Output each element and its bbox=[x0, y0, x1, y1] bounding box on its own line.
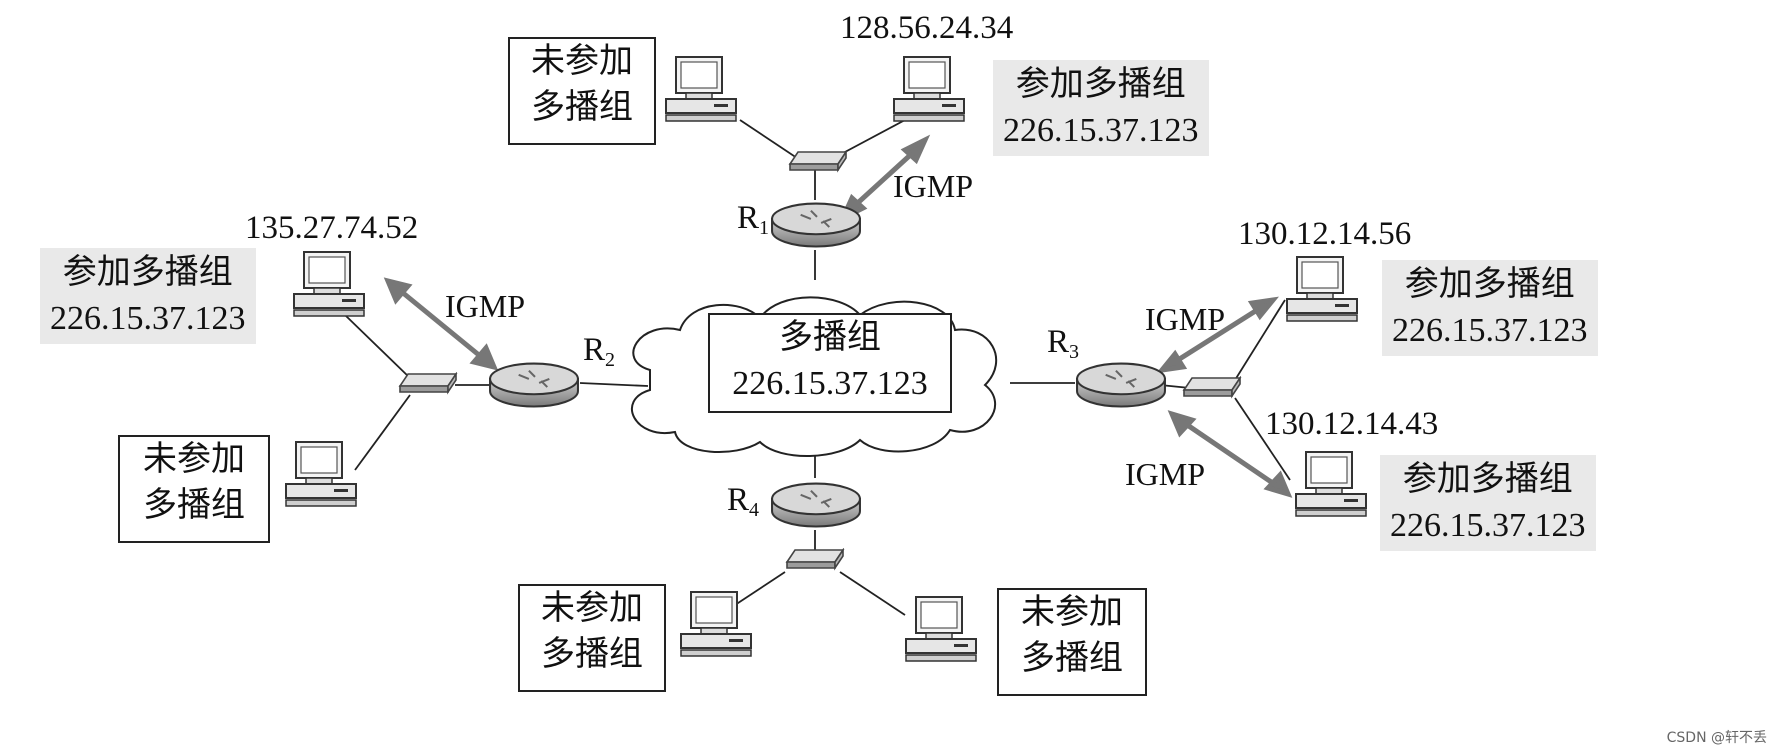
computer-icon-left-lower bbox=[285, 441, 357, 507]
igmp-label-top: IGMP bbox=[893, 168, 974, 204]
igmp-label-right-upper: IGMP bbox=[1145, 301, 1226, 337]
link-pc-top-left-switch bbox=[739, 119, 801, 161]
igmp-label-left: IGMP bbox=[445, 288, 526, 324]
igmp-arrow-head bbox=[1263, 470, 1293, 498]
igmp-arrows bbox=[383, 134, 1293, 498]
router-icon-r4 bbox=[771, 482, 861, 528]
not-joined-box-bottom-left: 未参加 多播组 bbox=[518, 584, 666, 692]
igmp-arrow-top bbox=[848, 146, 920, 212]
links bbox=[344, 119, 1291, 616]
not-joined-text: 未参加 bbox=[1021, 594, 1123, 631]
router-label-r3: R3 bbox=[1047, 324, 1080, 363]
igmp-arrow-head bbox=[383, 277, 413, 305]
joined-group-address: 226.15.37.123 bbox=[50, 300, 246, 337]
not-joined-text: 多播组 bbox=[531, 89, 633, 126]
igmp-arrow-head bbox=[1167, 410, 1197, 438]
computer-icon-bottom-right bbox=[905, 596, 977, 662]
joined-text: 参加多播组 bbox=[1402, 461, 1573, 498]
computer-icon-right-lower bbox=[1295, 451, 1367, 517]
joined-label-right-lower: 参加多播组 226.15.37.123 bbox=[1380, 455, 1596, 551]
joined-group-address: 226.15.37.123 bbox=[1392, 312, 1588, 349]
link-pc-left-lower-switch bbox=[354, 394, 411, 471]
cloud-group-address: 226.15.37.123 bbox=[732, 365, 928, 402]
watermark: CSDN @轩不丢 bbox=[1666, 730, 1767, 746]
igmp-arrow-head bbox=[1247, 296, 1279, 321]
cloud-group-title: 多播组 bbox=[779, 319, 881, 356]
router-label-r1: R1 bbox=[737, 200, 770, 239]
igmp-arrow-right-upper bbox=[1168, 302, 1267, 368]
router-label-r4: R4 bbox=[727, 482, 760, 521]
ip-top: 128.56.24.34 bbox=[840, 10, 1014, 46]
computer-icon-right-upper bbox=[1286, 256, 1358, 322]
computer-icon-top-left bbox=[665, 56, 737, 122]
link-switch-pc-bottom-right bbox=[839, 571, 906, 616]
router-icon-r2 bbox=[489, 362, 579, 408]
link-pc-left-upper-switch bbox=[344, 314, 411, 379]
igmp-arrow-left bbox=[395, 286, 487, 362]
ip-left: 135.27.74.52 bbox=[245, 210, 419, 246]
joined-text: 参加多播组 bbox=[62, 254, 233, 291]
router-label-r2: R2 bbox=[583, 332, 616, 371]
not-joined-text: 多播组 bbox=[1021, 640, 1123, 677]
igmp-arrow-head bbox=[469, 343, 499, 371]
link-r2-cloud bbox=[579, 382, 649, 387]
igmp-arrow-right-lower bbox=[1178, 417, 1282, 491]
link-switch-pc-right-lower bbox=[1234, 397, 1291, 481]
igmp-arrow-head bbox=[900, 134, 931, 165]
joined-label-left: 参加多播组 226.15.37.123 bbox=[40, 248, 256, 344]
ip-right-lower: 130.12.14.43 bbox=[1265, 406, 1439, 442]
router-icon-r1 bbox=[771, 202, 861, 248]
igmp-arrow-head bbox=[1156, 349, 1188, 374]
link-switch-pc-right-upper bbox=[1234, 299, 1286, 381]
joined-text: 参加多播组 bbox=[1015, 66, 1186, 103]
computer-icon-left-upper bbox=[293, 251, 365, 317]
not-joined-box-bottom-right: 未参加 多播组 bbox=[997, 588, 1147, 696]
not-joined-text: 未参加 bbox=[541, 590, 643, 627]
router-icon-r3 bbox=[1076, 362, 1166, 408]
not-joined-text: 未参加 bbox=[531, 43, 633, 80]
switch-icon-top bbox=[789, 151, 847, 171]
computer-icon-top-right bbox=[893, 56, 965, 122]
link-switch-pc-bottom-left bbox=[734, 571, 786, 606]
cloud-group-box: 多播组 226.15.37.123 bbox=[708, 313, 952, 413]
switch-icon-right bbox=[1183, 377, 1241, 397]
joined-group-address: 226.15.37.123 bbox=[1003, 112, 1199, 149]
joined-label-top: 参加多播组 226.15.37.123 bbox=[993, 60, 1209, 156]
joined-group-address: 226.15.37.123 bbox=[1390, 507, 1586, 544]
joined-label-right-upper: 参加多播组 226.15.37.123 bbox=[1382, 260, 1598, 356]
switch-icon-bottom bbox=[786, 549, 844, 569]
switch-icon-left bbox=[399, 373, 457, 393]
not-joined-text: 多播组 bbox=[143, 487, 245, 524]
joined-text: 参加多播组 bbox=[1404, 266, 1575, 303]
not-joined-text: 未参加 bbox=[143, 441, 245, 478]
igmp-label-right-lower: IGMP bbox=[1125, 456, 1206, 492]
not-joined-box-top: 未参加 多播组 bbox=[508, 37, 656, 145]
ip-right-upper: 130.12.14.56 bbox=[1238, 216, 1412, 252]
not-joined-box-left: 未参加 多播组 bbox=[118, 435, 270, 543]
not-joined-text: 多播组 bbox=[541, 636, 643, 673]
